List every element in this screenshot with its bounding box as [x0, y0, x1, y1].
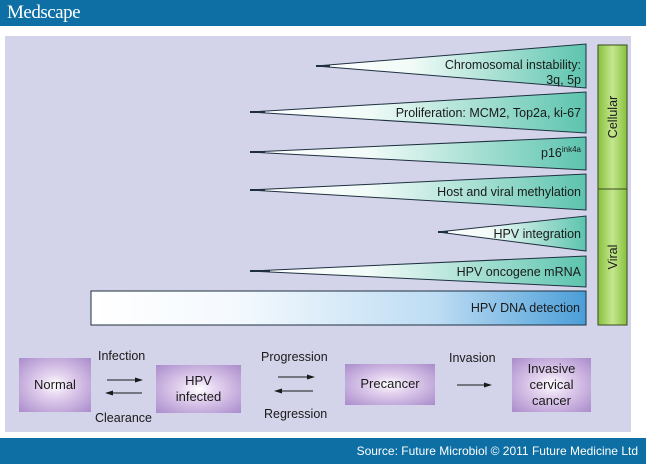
header-bar: Medscape: [0, 0, 646, 26]
group-bar-cellular: Cellular: [597, 44, 628, 190]
label-p16-superscript: ink4a: [562, 145, 582, 154]
label-progression: Progression: [261, 350, 328, 364]
stage-normal-label: Normal: [34, 376, 76, 392]
label-methylation: Host and viral methylation: [437, 185, 581, 199]
medscape-logo[interactable]: Medscape: [7, 2, 81, 23]
label-hpv-dna: HPV DNA detection: [471, 301, 580, 315]
source-credit: Source: Future Microbiol © 2011 Future M…: [356, 444, 638, 458]
stage-hpv-line2: infected: [175, 389, 222, 404]
arrow-clearance: [105, 390, 142, 396]
label-viral: Viral: [606, 245, 620, 270]
label-p16: p16ink4a: [541, 145, 582, 160]
stage-precancer-label: Precancer: [360, 376, 420, 392]
footer-bar: Source: Future Microbiol © 2011 Future M…: [0, 438, 646, 464]
wedge-proliferation: Proliferation: MCM2, Top2a, ki-67: [249, 91, 587, 134]
stage-hpv-line1: HPV: [185, 372, 212, 388]
arrow-regression: [274, 388, 313, 394]
label-chromosomal-line1: Chromosomal instability:: [445, 58, 581, 72]
wedge-hpv-oncogene: HPV oncogene mRNA: [249, 255, 587, 288]
label-clearance: Clearance: [95, 411, 152, 425]
stage-invasive-line2: cervical: [529, 376, 574, 392]
label-infection: Infection: [98, 349, 146, 363]
label-hpv-oncogene: HPV oncogene mRNA: [457, 265, 582, 279]
wedge-methylation: Host and viral methylation: [249, 173, 587, 211]
stage-invasive-cancer: Invasive cervical cancer: [512, 358, 591, 412]
label-invasion: Invasion: [449, 351, 496, 365]
stage-normal: Normal: [19, 358, 91, 412]
stage-hpv-infected: HPV infected: [156, 365, 241, 413]
wedge-p16: p16ink4a: [249, 136, 587, 171]
label-proliferation: Proliferation: MCM2, Top2a, ki-67: [396, 106, 581, 120]
label-chromosomal-line2: 3q, 5p: [546, 73, 581, 87]
stage-precancer: Precancer: [345, 364, 435, 405]
stage-invasive-line1: Invasive: [527, 360, 576, 376]
wedge-hpv-integration: HPV integration: [437, 215, 587, 252]
stage-invasive-line3: cancer: [531, 393, 571, 409]
group-bar-viral: Viral: [597, 188, 628, 326]
label-cellular: Cellular: [606, 96, 620, 138]
label-regression: Regression: [264, 407, 328, 421]
arrow-infection: [107, 377, 143, 383]
stage-hpv-infected-label: HPV infected: [176, 373, 222, 406]
label-hpv-integration: HPV integration: [493, 227, 581, 241]
arrow-progression: [278, 374, 315, 380]
bar-hpv-dna-detection: HPV DNA detection: [90, 290, 587, 326]
stage-invasive-label: Invasive cervical cancer: [528, 361, 576, 410]
wedge-chromosomal-instability: Chromosomal instability: 3q, 5p: [315, 43, 587, 89]
label-p16-main: p16: [541, 146, 562, 160]
arrow-invasion: [457, 382, 492, 388]
